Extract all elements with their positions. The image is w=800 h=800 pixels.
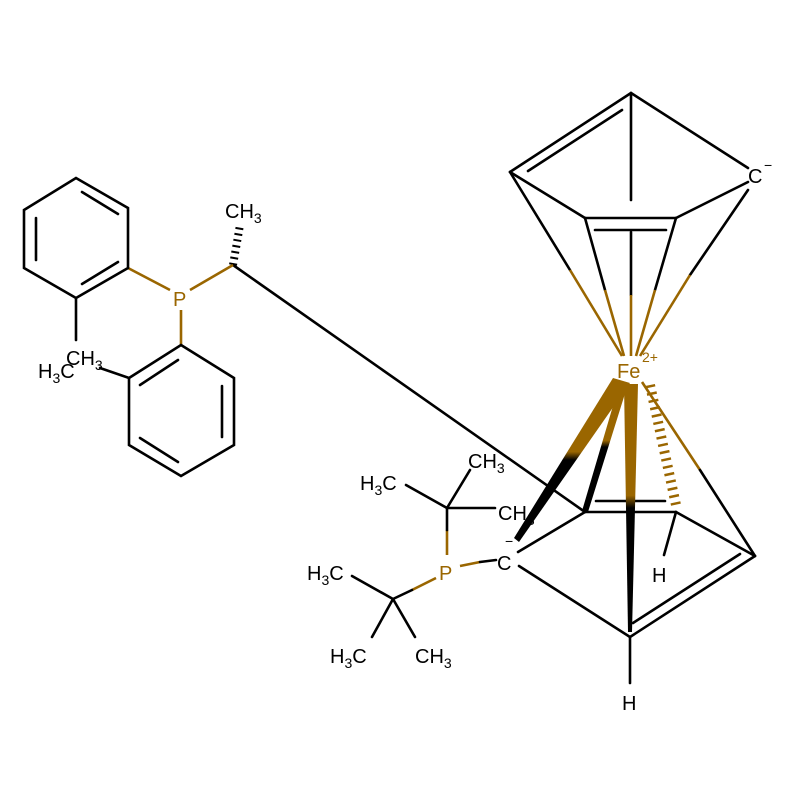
- top-carbanion-charge: −: [764, 157, 772, 173]
- methyl-label: H3C: [330, 646, 367, 671]
- methyl-label: CH3: [225, 201, 262, 226]
- hydrogen-label: H: [652, 565, 666, 587]
- linker-bond: [231, 263, 587, 514]
- hydrogen-label: H: [622, 693, 636, 715]
- bottom-carbanion-charge: −: [505, 533, 513, 549]
- methyl-label: H3C: [38, 361, 75, 386]
- methyl-label: CH3: [498, 503, 535, 528]
- hashed-bond: [229, 224, 244, 266]
- top-ring-iron-bonds: [508, 170, 750, 357]
- iron-charge: 2+: [642, 349, 658, 365]
- methyl-label: CH3: [415, 646, 452, 671]
- iron-atom-label: Fe: [617, 361, 640, 383]
- methyl-label: H3C: [360, 473, 397, 498]
- phosphorus-atom-label: P: [173, 289, 186, 311]
- bottom-ring-iron-bonds: [514, 378, 757, 632]
- methyl-label: CH3: [468, 451, 505, 476]
- tolyl-ring-lower: [98, 343, 236, 478]
- tolyl-ring-upper: [22, 176, 130, 342]
- methyl-label: CH3: [66, 348, 103, 373]
- bottom-cyclopentadienyl-ring: [516, 499, 757, 685]
- phosphorus-atom-label: P: [439, 563, 452, 585]
- bottom-carbanion-label: C: [497, 553, 511, 575]
- methyl-label: H3C: [307, 563, 344, 588]
- top-carbanion-label: C: [748, 166, 762, 188]
- top-cyclopentadienyl-ring: [508, 91, 750, 232]
